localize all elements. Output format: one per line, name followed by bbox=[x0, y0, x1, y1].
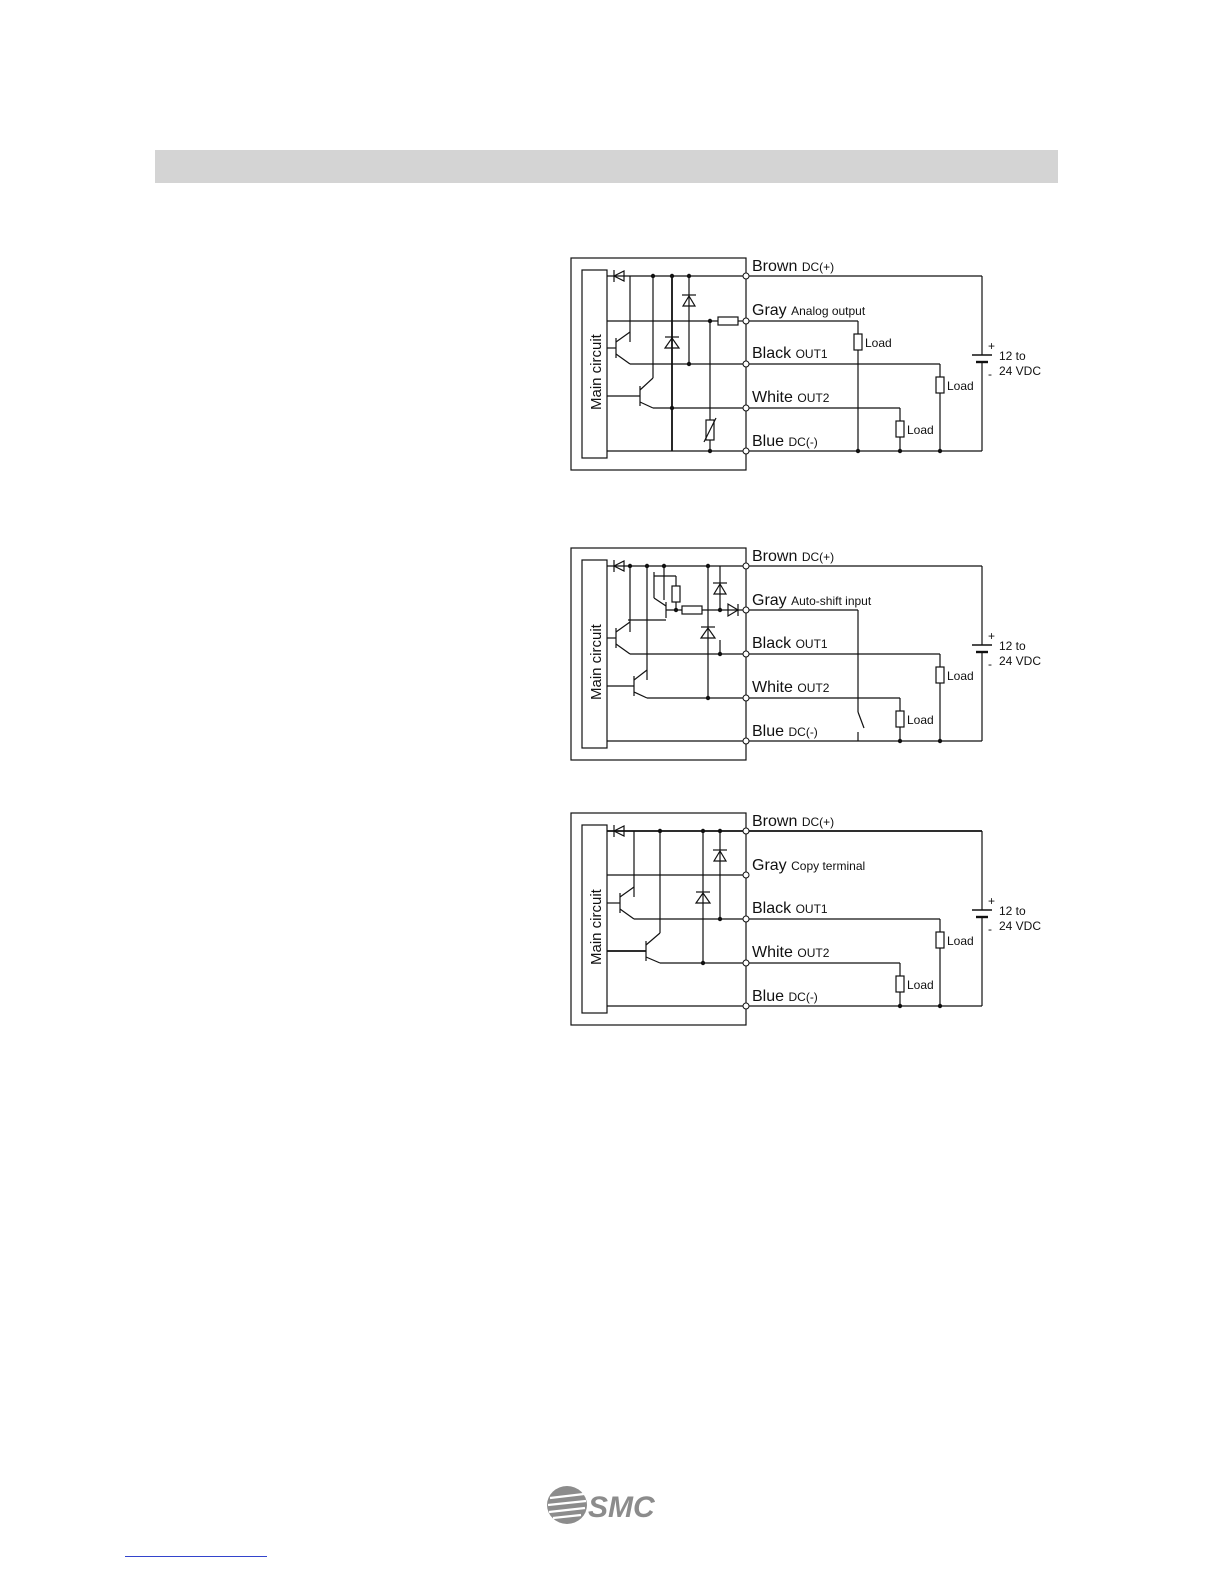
svg-text:Brown DC(+): Brown DC(+) bbox=[752, 258, 834, 275]
svg-text:Blue DC(-): Blue DC(-) bbox=[752, 433, 818, 450]
wire-desc: OUT2 bbox=[797, 946, 829, 960]
wire-name: Brown bbox=[752, 258, 797, 275]
wire-desc: DC(+) bbox=[802, 815, 834, 829]
svg-text:Blue DC(-): Blue DC(-) bbox=[752, 723, 818, 740]
load-resistor bbox=[895, 420, 905, 438]
main-circuit-label: Main circuit bbox=[588, 333, 605, 410]
main-circuit-block bbox=[581, 269, 608, 459]
load-label: Load bbox=[907, 423, 934, 437]
wire-name: White bbox=[752, 679, 793, 696]
load-label: Load bbox=[907, 978, 934, 992]
load-resistor bbox=[895, 710, 905, 728]
supply-plus: + bbox=[988, 339, 995, 353]
wire-name: Gray bbox=[752, 857, 787, 874]
switch-contact bbox=[857, 711, 865, 729]
wire-name: Blue bbox=[752, 988, 784, 1005]
wire-desc: OUT1 bbox=[796, 902, 828, 916]
svg-text:Gray Auto-shift input: Gray Auto-shift input bbox=[752, 592, 872, 609]
wire-desc: Copy terminal bbox=[791, 859, 865, 873]
load-resistor bbox=[895, 975, 905, 993]
wire-desc: DC(+) bbox=[802, 550, 834, 564]
load-label: Load bbox=[947, 379, 974, 393]
main-circuit-label: Main circuit bbox=[588, 888, 605, 965]
footer-link-underline[interactable] bbox=[125, 1556, 267, 1557]
svg-text:Brown DC(+): Brown DC(+) bbox=[752, 813, 834, 830]
wire-desc: DC(-) bbox=[788, 990, 817, 1004]
supply-plus: + bbox=[988, 629, 995, 643]
wire-name: White bbox=[752, 944, 793, 961]
svg-text:White OUT2: White OUT2 bbox=[752, 389, 830, 406]
supply-minus: - bbox=[988, 922, 992, 936]
supply-minus: - bbox=[988, 657, 992, 671]
supply-plus: + bbox=[988, 894, 995, 908]
smc-logo-text: SMC bbox=[588, 1491, 656, 1524]
circuit-diagram-copy-terminal: Main circuit bbox=[570, 812, 1041, 1026]
wire-name: Brown bbox=[752, 813, 797, 830]
supply-voltage-line2: 24 VDC bbox=[999, 919, 1041, 933]
wire-desc: DC(-) bbox=[788, 435, 817, 449]
main-circuit-block bbox=[581, 824, 608, 1014]
supply-voltage-line1: 12 to bbox=[999, 349, 1026, 363]
wire-name: Blue bbox=[752, 433, 784, 450]
main-circuit-block bbox=[581, 559, 608, 749]
wire-name: Brown bbox=[752, 548, 797, 565]
svg-text:Black OUT1: Black OUT1 bbox=[752, 900, 828, 917]
supply-minus: - bbox=[988, 367, 992, 381]
load-label: Load bbox=[947, 669, 974, 683]
load-resistor bbox=[935, 666, 945, 684]
load-label: Load bbox=[907, 713, 934, 727]
svg-text:Black OUT1: Black OUT1 bbox=[752, 345, 828, 362]
svg-text:Gray Analog output: Gray Analog output bbox=[752, 302, 866, 319]
circuit-diagram-analog-output: Main circuit bbox=[570, 257, 1041, 471]
svg-text:White OUT2: White OUT2 bbox=[752, 944, 830, 961]
wire-desc: DC(-) bbox=[788, 725, 817, 739]
smc-logo-mark-icon bbox=[547, 1486, 587, 1524]
supply-voltage-line2: 24 VDC bbox=[999, 364, 1041, 378]
wire-name: Gray bbox=[752, 592, 787, 609]
supply-voltage-line1: 12 to bbox=[999, 639, 1026, 653]
supply-voltage-line1: 12 to bbox=[999, 904, 1026, 918]
svg-text:Gray Copy terminal: Gray Copy terminal bbox=[752, 857, 865, 874]
wire-desc: OUT1 bbox=[796, 347, 828, 361]
wire-name: Black bbox=[752, 900, 792, 917]
load-resistor bbox=[935, 931, 945, 949]
wire-desc: DC(+) bbox=[802, 260, 834, 274]
svg-text:Blue DC(-): Blue DC(-) bbox=[752, 988, 818, 1005]
wire-desc: Analog output bbox=[791, 304, 866, 318]
wire-desc: OUT2 bbox=[797, 681, 829, 695]
load-resistor bbox=[935, 376, 945, 394]
wire-name: Gray bbox=[752, 302, 787, 319]
load-label: Load bbox=[947, 934, 974, 948]
load-label: Load bbox=[865, 336, 892, 350]
wire-desc: Auto-shift input bbox=[791, 594, 872, 608]
wire-name: Black bbox=[752, 345, 792, 362]
supply-voltage-line2: 24 VDC bbox=[999, 654, 1041, 668]
smc-logo: SMC bbox=[547, 1486, 656, 1524]
svg-text:Brown DC(+): Brown DC(+) bbox=[752, 548, 834, 565]
wire-name: White bbox=[752, 389, 793, 406]
svg-text:Black OUT1: Black OUT1 bbox=[752, 635, 828, 652]
wire-desc: OUT1 bbox=[796, 637, 828, 651]
section-header-bar bbox=[155, 150, 1058, 183]
load-resistor bbox=[853, 333, 863, 351]
wire-desc: OUT2 bbox=[797, 391, 829, 405]
svg-text:White OUT2: White OUT2 bbox=[752, 679, 830, 696]
wire-name: Blue bbox=[752, 723, 784, 740]
wire-name: Black bbox=[752, 635, 792, 652]
main-circuit-label: Main circuit bbox=[588, 623, 605, 700]
circuit-diagram-auto-shift-input: Main circuit bbox=[570, 547, 1041, 761]
